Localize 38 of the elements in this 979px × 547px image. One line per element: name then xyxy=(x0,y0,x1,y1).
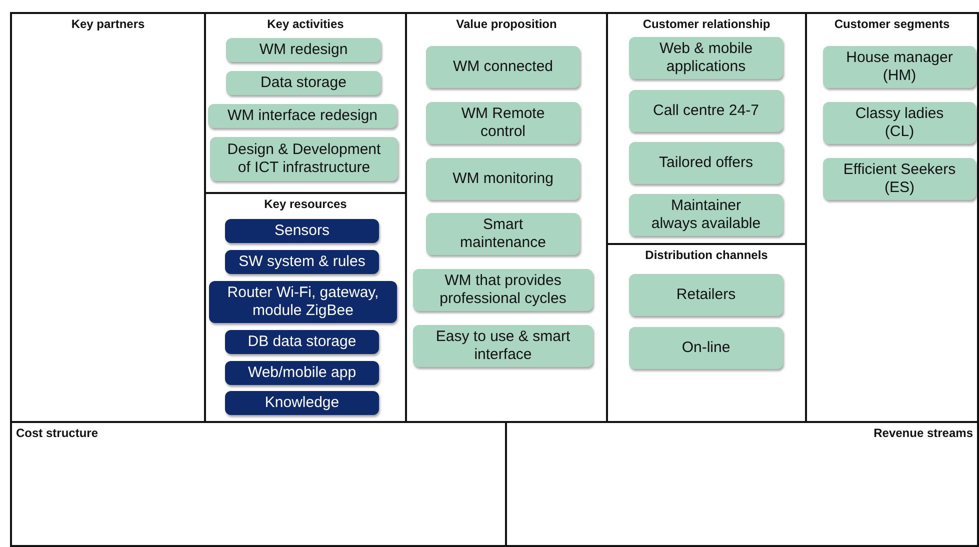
resource-box: SW system & rules xyxy=(225,250,379,274)
item-box: Classy ladies (CL) xyxy=(823,102,976,144)
section-heading: Cost structure xyxy=(16,426,100,440)
item-box: On-line xyxy=(629,327,783,369)
resource-box: Sensors xyxy=(225,219,379,243)
resource-box: Web/mobile app xyxy=(225,361,379,385)
item-box: Retailers xyxy=(629,274,783,316)
item-box: Efficient Seekers (ES) xyxy=(823,158,976,200)
section-heading: Distribution channels xyxy=(644,248,769,262)
section-heading: Customer segments xyxy=(833,17,951,31)
item-box: Design & Development of ICT infrastructure xyxy=(210,137,398,181)
section-heading: Key resources xyxy=(263,197,348,211)
resource-box: Knowledge xyxy=(225,391,379,415)
item-box: Web & mobile applications xyxy=(629,37,783,79)
section-heading: Key partners xyxy=(70,17,146,31)
section-heading: Value proposition xyxy=(455,17,558,31)
item-box: Easy to use & smart interface xyxy=(413,325,593,367)
canvas-section xyxy=(10,421,507,547)
item-box: Tailored offers xyxy=(629,142,783,184)
item-box: WM Remote control xyxy=(426,102,580,144)
item-box: WM monitoring xyxy=(426,158,580,200)
item-box: WM connected xyxy=(426,46,580,88)
canvas-section xyxy=(805,12,979,423)
item-box: Maintainer always available xyxy=(629,194,783,236)
canvas-section xyxy=(10,12,206,423)
item-box: Smart maintenance xyxy=(426,213,580,255)
item-box: WM interface redesign xyxy=(208,104,397,128)
resource-box: DB data storage xyxy=(225,330,379,354)
item-box: WM redesign xyxy=(226,38,381,62)
item-box: Call centre 24-7 xyxy=(629,90,783,132)
resource-box: Router Wi-Fi, gateway, module ZigBee xyxy=(209,281,397,323)
section-heading: Revenue streams xyxy=(872,426,973,440)
section-heading: Key activities xyxy=(266,17,345,31)
canvas-section xyxy=(505,421,979,547)
item-box: WM that provides professional cycles xyxy=(413,269,593,311)
item-box: House manager (HM) xyxy=(823,46,976,88)
item-box: Data storage xyxy=(226,71,381,95)
section-heading: Customer relationship xyxy=(642,17,772,31)
